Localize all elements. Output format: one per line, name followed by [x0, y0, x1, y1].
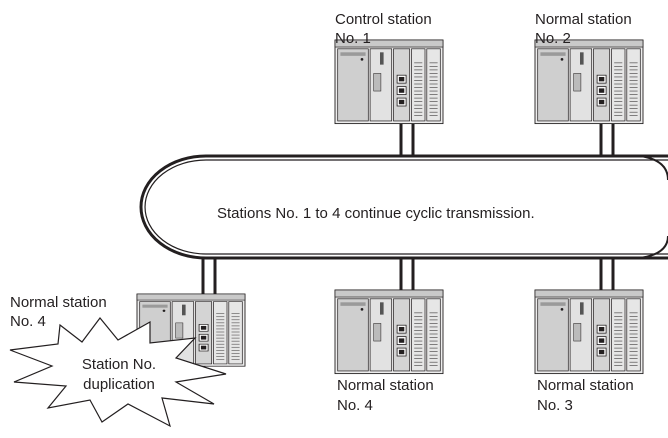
station-4-label-line2: No. 4 — [337, 397, 373, 414]
station-3-connector — [599, 258, 615, 294]
station-1-label-line1: Control station — [335, 11, 432, 28]
station-4-connector — [399, 258, 415, 294]
station-2-connector — [599, 122, 615, 156]
ring-network — [139, 154, 668, 260]
ring-right-edge — [639, 155, 668, 259]
station-1-connector — [399, 122, 415, 156]
ring-outer — [139, 154, 668, 260]
station-1-plc — [334, 39, 444, 125]
station-3-label-line1: Normal station — [537, 377, 634, 394]
station-3-plc — [534, 289, 644, 375]
ring-inner — [144, 159, 668, 255]
station-2-label-line2: No. 2 — [535, 30, 571, 47]
station-4-plc — [334, 289, 444, 375]
station-4-duplicate-label-line2: No. 4 — [10, 313, 46, 330]
station-4-label-line1: Normal station — [337, 377, 434, 394]
station-4-duplicate-label-line1: Normal station — [10, 294, 107, 311]
station-1-label-line2: No. 1 — [335, 30, 371, 47]
ring-label: Stations No. 1 to 4 continue cyclic tran… — [217, 205, 535, 222]
duplication-callout-line1: Station No. — [82, 356, 156, 373]
station-2-label-line1: Normal station — [535, 11, 632, 28]
duplication-callout-line2: duplication — [83, 376, 155, 393]
station-3-label-line2: No. 3 — [537, 397, 573, 414]
duplication-starburst — [9, 317, 227, 428]
station-2-plc — [534, 39, 644, 125]
station-4-duplicate-connector — [201, 258, 217, 298]
